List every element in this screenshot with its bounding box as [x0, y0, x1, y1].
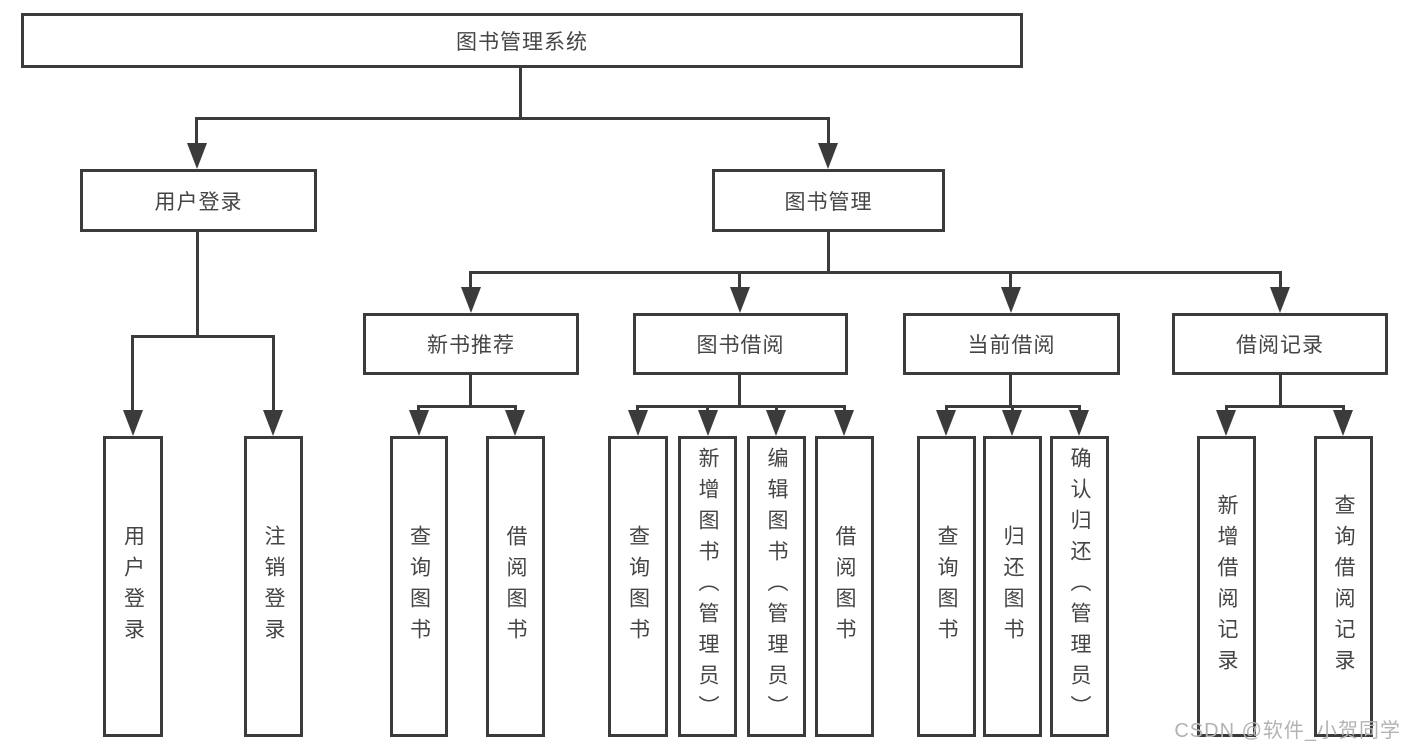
arrowhead-down-icon: [123, 410, 143, 436]
connector-vline: [738, 375, 741, 408]
connector-hline: [195, 117, 830, 120]
connector-vline: [195, 117, 198, 147]
connector-vline: [272, 335, 275, 415]
connector-vline: [519, 68, 522, 120]
node-book-borrowing: 图书借阅: [633, 313, 848, 375]
connector-vline: [1279, 271, 1282, 291]
leaf-edit-books-admin: 编辑图书（管理员）: [747, 436, 806, 737]
node-borrowing-records: 借阅记录: [1172, 313, 1388, 375]
arrowhead-down-icon: [409, 410, 429, 436]
leaf-return-books: 归还图书: [983, 436, 1042, 737]
arrowhead-down-icon: [834, 410, 854, 436]
arrowhead-down-icon: [1002, 410, 1022, 436]
arrowhead-down-icon: [505, 410, 525, 436]
connector-hline: [469, 271, 1282, 274]
connector-vline: [469, 375, 472, 408]
arrowhead-down-icon: [1069, 410, 1089, 436]
arrowhead-down-icon: [628, 410, 648, 436]
arrowhead-down-icon: [698, 410, 718, 436]
leaf-query-books-recommend: 查询图书: [390, 436, 448, 737]
connector-hline: [417, 405, 517, 408]
connector-vline: [738, 271, 741, 291]
connector-vline: [469, 271, 472, 291]
leaf-query-books-borrow: 查询图书: [608, 436, 668, 737]
leaf-borrow-books: 借阅图书: [815, 436, 874, 737]
leaf-confirm-return-admin: 确认归还（管理员）: [1050, 436, 1109, 737]
connector-hline: [1225, 405, 1345, 408]
connector-hline: [636, 405, 846, 408]
leaf-logout: 注销登录: [244, 436, 303, 737]
arrowhead-down-icon: [187, 143, 207, 169]
connector-vline: [827, 232, 830, 274]
connector-vline: [1009, 375, 1012, 408]
arrowhead-down-icon: [1333, 410, 1353, 436]
node-user-login: 用户登录: [80, 169, 317, 232]
connector-hline: [131, 335, 275, 338]
node-book-management: 图书管理: [712, 169, 945, 232]
connector-vline: [827, 117, 830, 147]
connector-vline: [196, 232, 199, 338]
leaf-query-borrow-record: 查询借阅记录: [1314, 436, 1373, 737]
leaf-query-books-current: 查询图书: [917, 436, 976, 737]
csdn-watermark: CSDN @软件_小贺同学: [1174, 720, 1401, 742]
leaf-borrow-books-recommend: 借阅图书: [486, 436, 545, 737]
leaf-user-login: 用户登录: [103, 436, 163, 737]
arrowhead-down-icon: [461, 287, 481, 313]
node-new-book-recommend: 新书推荐: [363, 313, 579, 375]
connector-vline: [1009, 271, 1012, 291]
arrowhead-down-icon: [1001, 287, 1021, 313]
arrowhead-down-icon: [766, 410, 786, 436]
arrowhead-down-icon: [1216, 410, 1236, 436]
arrowhead-down-icon: [936, 410, 956, 436]
connector-vline: [1279, 375, 1282, 408]
arrowhead-down-icon: [1270, 287, 1290, 313]
arrowhead-down-icon: [818, 143, 838, 169]
arrowhead-down-icon: [730, 287, 750, 313]
arrowhead-down-icon: [263, 410, 283, 436]
node-current-borrowing: 当前借阅: [903, 313, 1120, 375]
leaf-add-borrow-record: 新增借阅记录: [1197, 436, 1256, 737]
node-root: 图书管理系统: [21, 13, 1023, 68]
connector-vline: [131, 335, 134, 415]
leaf-add-books-admin: 新增图书（管理员）: [678, 436, 737, 737]
